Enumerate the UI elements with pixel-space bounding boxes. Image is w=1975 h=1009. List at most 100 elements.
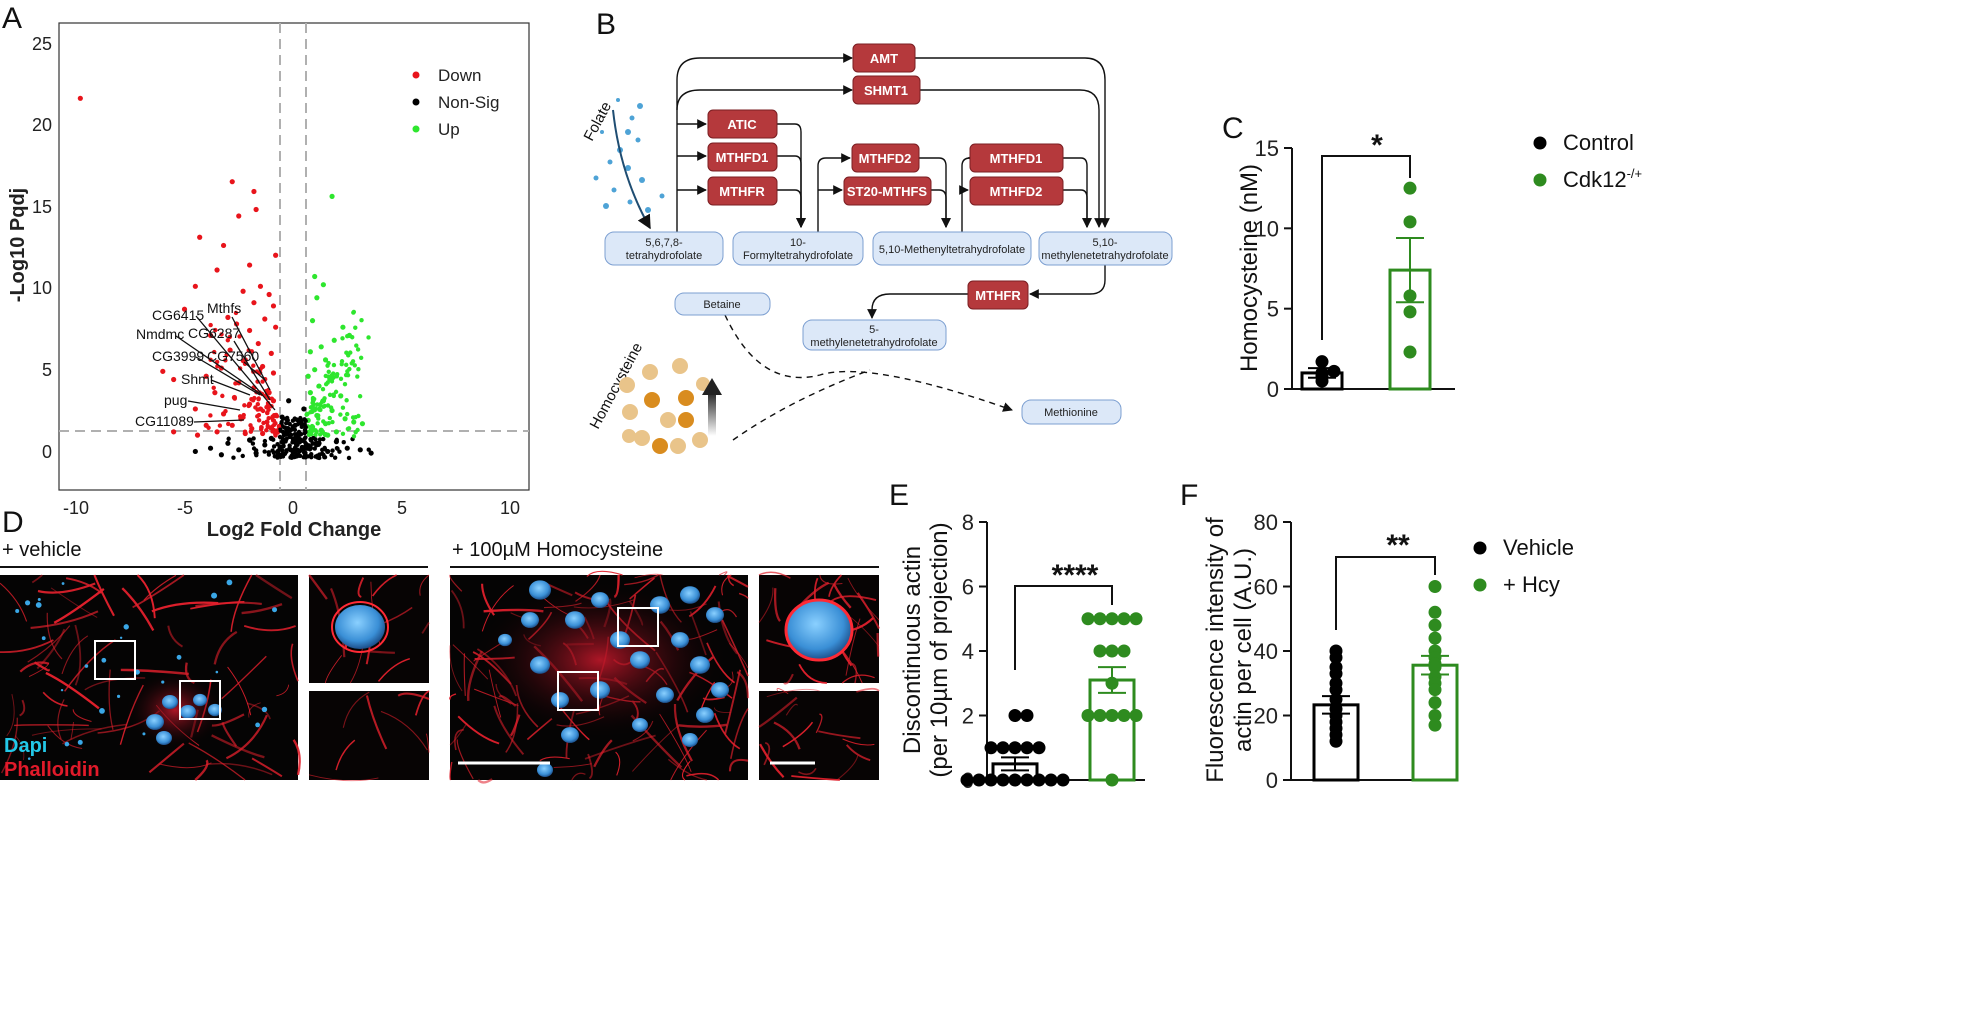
- homocysteine-up-arrow-head: [702, 378, 722, 395]
- volcano-cloud-point: [264, 428, 269, 433]
- actin-fiber: [678, 723, 728, 728]
- folate-molecule: [635, 137, 641, 143]
- volcano-point: [333, 429, 339, 435]
- actin-fiber: [19, 699, 26, 717]
- metabolite-5-methyl-thf: [802, 319, 947, 351]
- folate-molecule: [629, 115, 635, 121]
- data-point: [1129, 612, 1143, 626]
- panel-c-legend: Control Cdk12-/+: [1533, 130, 1642, 192]
- enzyme-shmt1: [852, 75, 921, 105]
- volcano-cloud-point: [325, 403, 331, 408]
- volcano-cloud-point: [251, 363, 256, 368]
- panel-f-legend: Vehicle + Hcy: [1473, 535, 1574, 597]
- actin-fiber: [425, 733, 430, 753]
- data-point: [1081, 709, 1095, 722]
- volcano-cloud-point: [334, 437, 339, 443]
- nucleus: [208, 703, 222, 717]
- data-point: [1105, 773, 1119, 787]
- volcano-cloud-point: [256, 418, 262, 423]
- actin-fiber: [255, 574, 293, 600]
- homocysteine-cluster: Homocysteine: [587, 340, 722, 454]
- enzyme-atic: [707, 109, 778, 139]
- gene-leader: [243, 361, 266, 381]
- volcano-cloud-point: [330, 419, 335, 425]
- volcano-cloud-point: [248, 438, 253, 443]
- condition-hcy-label: + 100µM Homocysteine: [452, 539, 663, 561]
- actin-fiber: [14, 724, 89, 727]
- enzyme-mthfd2-2-label: MTHFD2: [990, 184, 1043, 199]
- panel-d-label: D: [2, 506, 24, 539]
- actin-fiber: [818, 730, 861, 740]
- volcano-cloud-point: [345, 426, 351, 432]
- volcano-cloud-point: [272, 454, 277, 459]
- volcano-point: [301, 406, 307, 412]
- actin-fiber: [225, 714, 268, 760]
- volcano-cloud-point: [292, 445, 298, 450]
- nucleus: [680, 586, 700, 604]
- actin-fiber: [449, 722, 468, 746]
- volcano-point: [309, 318, 316, 324]
- volcano-cloud-point: [334, 371, 340, 377]
- panel-e-chart: 02468: [960, 510, 1145, 793]
- homocysteine-molecule: [670, 438, 686, 454]
- metabolite-methionine-label: Methionine: [1044, 407, 1098, 419]
- volcano-point: [218, 452, 224, 458]
- volcano-cloud-point: [317, 437, 323, 442]
- volcano-cloud-point: [269, 424, 275, 429]
- metabolite-formyl-thf: [732, 231, 864, 266]
- data-point: [960, 773, 974, 787]
- actin-fiber: [132, 574, 185, 609]
- actin-fiber: [736, 671, 750, 699]
- nucleus: [706, 607, 724, 623]
- legend-nonsig-label: Non-Sig: [438, 93, 499, 112]
- actin-fiber: [70, 721, 74, 740]
- volcano-cloud-point: [296, 451, 301, 457]
- actin-fiber: [713, 707, 732, 713]
- nucleus: [521, 612, 539, 628]
- actin-fiber: [27, 625, 71, 663]
- volcano-cloud-point: [351, 434, 357, 439]
- volcano-cloud-point: [287, 421, 292, 427]
- volcano-cloud-point: [327, 392, 333, 397]
- volcano-point: [247, 262, 253, 268]
- dapi-speck: [41, 636, 46, 641]
- homocysteine-molecule: [634, 430, 650, 446]
- actin-fiber: [380, 710, 428, 751]
- folate-molecule: [645, 207, 651, 213]
- data-point: [1020, 773, 1034, 787]
- panel-d: D + vehicle + 100µM Homocysteine Dapi Ph…: [0, 506, 880, 784]
- dapi-speck: [60, 688, 64, 692]
- micrograph-hcy-inset-bottom: [759, 691, 879, 780]
- actin-fiber: [325, 655, 343, 684]
- panel-a-ytick: 25: [32, 34, 52, 54]
- volcano-point: [240, 288, 246, 294]
- volcano-cloud-point: [348, 350, 353, 355]
- data-point: [1428, 580, 1442, 593]
- volcano-cloud-point: [256, 397, 261, 402]
- volcano-point: [351, 419, 357, 425]
- metabolite-5-methyl-line2: methylenetetrahydrofolate: [810, 337, 937, 349]
- actin-fiber: [421, 622, 430, 634]
- nucleus: [146, 714, 164, 730]
- homocysteine-molecule: [660, 412, 676, 428]
- actin-fiber: [727, 574, 735, 587]
- volcano-cloud-point: [280, 448, 285, 453]
- volcano-point: [192, 283, 198, 289]
- volcano-cloud-point: [317, 407, 322, 412]
- panel-a-ytick: 10: [32, 278, 52, 298]
- legend-up-label: Up: [438, 120, 460, 139]
- volcano-point: [229, 179, 235, 185]
- panel-a-gene-labels: CG6415 Mthfs Nmdmc CG6287 CG3999 CG7560 …: [135, 300, 276, 429]
- nucleus: [690, 656, 710, 674]
- data-point: [1403, 305, 1417, 319]
- gene-leader: [231, 316, 271, 391]
- volcano-point: [318, 344, 324, 350]
- volcano-cloud-point: [316, 413, 321, 418]
- actin-fiber: [211, 734, 265, 759]
- volcano-cloud-point: [227, 334, 233, 340]
- betaine-arrow: [724, 314, 1013, 412]
- volcano-point: [225, 314, 231, 320]
- actin-fiber: [108, 669, 114, 730]
- panel-a: A -10 -5 0 5 10 0 5 10 15 20 25 Log2 Fol…: [2, 2, 530, 541]
- gene-label: Mthfs: [207, 300, 241, 316]
